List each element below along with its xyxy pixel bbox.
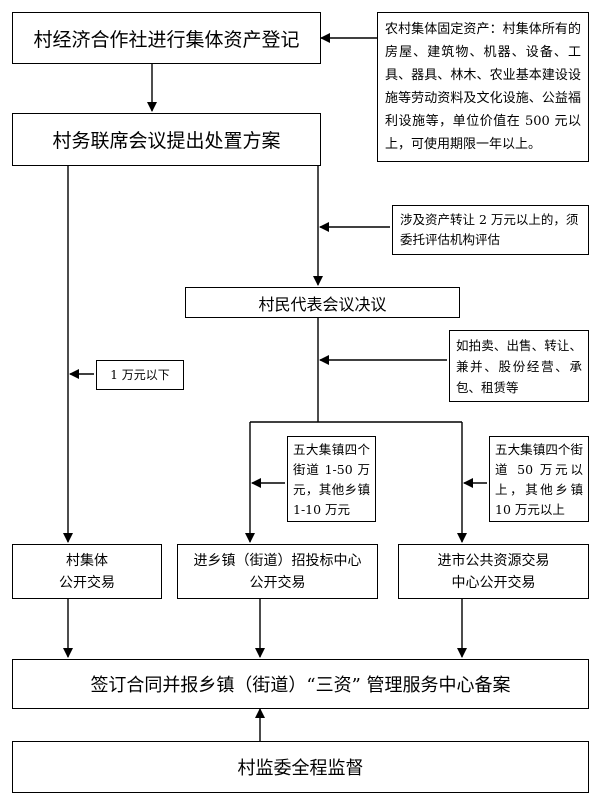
note-fixed-assets: 农村集体固定资产：村集体所有的房屋、建筑物、机器、设备、工具、器具、林木、农业基… [377, 12, 589, 162]
village-trade-line1: 村集体 [66, 552, 108, 569]
city-center-line1: 进市公共资源交易 [437, 552, 550, 569]
note-town-range-text: 五大集镇四个街道 1-50 万元，其他乡镇 1-10 万元 [293, 442, 370, 517]
note-town-range: 五大集镇四个街道 1-50 万元，其他乡镇 1-10 万元 [287, 436, 376, 522]
note-below-10k: 1 万元以下 [96, 360, 184, 390]
step-sign-contract-text: 签订合同并报乡镇（街道）“三资” 管理服务中心备案 [90, 675, 511, 696]
city-center-line2: 中心公开交易 [451, 574, 536, 591]
note-evaluation: 涉及资产转让 2 万元以上的，须委托评估机构评估 [392, 205, 589, 255]
step-sign-contract: 签订合同并报乡镇（街道）“三资” 管理服务中心备案 [12, 659, 589, 709]
note-fixed-assets-text: 农村集体固定资产：村集体所有的房屋、建筑物、机器、设备、工具、器具、林木、农业基… [385, 22, 581, 152]
note-methods: 如拍卖、出售、转让、兼并、股份经营、承包、租赁等 [449, 330, 589, 402]
town-center-line2: 公开交易 [249, 574, 306, 591]
step-town-center: 进乡镇（街道）招投标中心 公开交易 [177, 544, 378, 599]
step-resolution-text: 村民代表会议决议 [258, 294, 387, 314]
step-city-center: 进市公共资源交易 中心公开交易 [398, 544, 589, 599]
step-proposal-text: 村务联席会议提出处置方案 [52, 130, 281, 152]
note-methods-text: 如拍卖、出售、转让、兼并、股份经营、承包、租赁等 [456, 338, 582, 395]
step-supervise: 村监委全程监督 [12, 741, 589, 793]
step-resolution: 村民代表会议决议 [185, 287, 460, 318]
step-register: 村经济合作社进行集体资产登记 [12, 12, 321, 64]
note-city-range: 五大集镇四个街道 50 万元以上，其他乡镇 10 万元以上 [489, 436, 589, 522]
step-proposal: 村务联席会议提出处置方案 [12, 113, 321, 166]
note-below-10k-text: 1 万元以下 [110, 368, 170, 382]
step-register-text: 村经济合作社进行集体资产登记 [33, 28, 300, 51]
town-center-line1: 进乡镇（街道）招投标中心 [193, 552, 362, 569]
step-supervise-text: 村监委全程监督 [237, 758, 364, 779]
note-city-range-text: 五大集镇四个街道 50 万元以上，其他乡镇 10 万元以上 [495, 442, 583, 517]
note-evaluation-text: 涉及资产转让 2 万元以上的，须委托评估机构评估 [400, 212, 579, 247]
village-trade-line2: 公开交易 [59, 574, 115, 591]
step-village-trade: 村集体 公开交易 [12, 544, 162, 599]
